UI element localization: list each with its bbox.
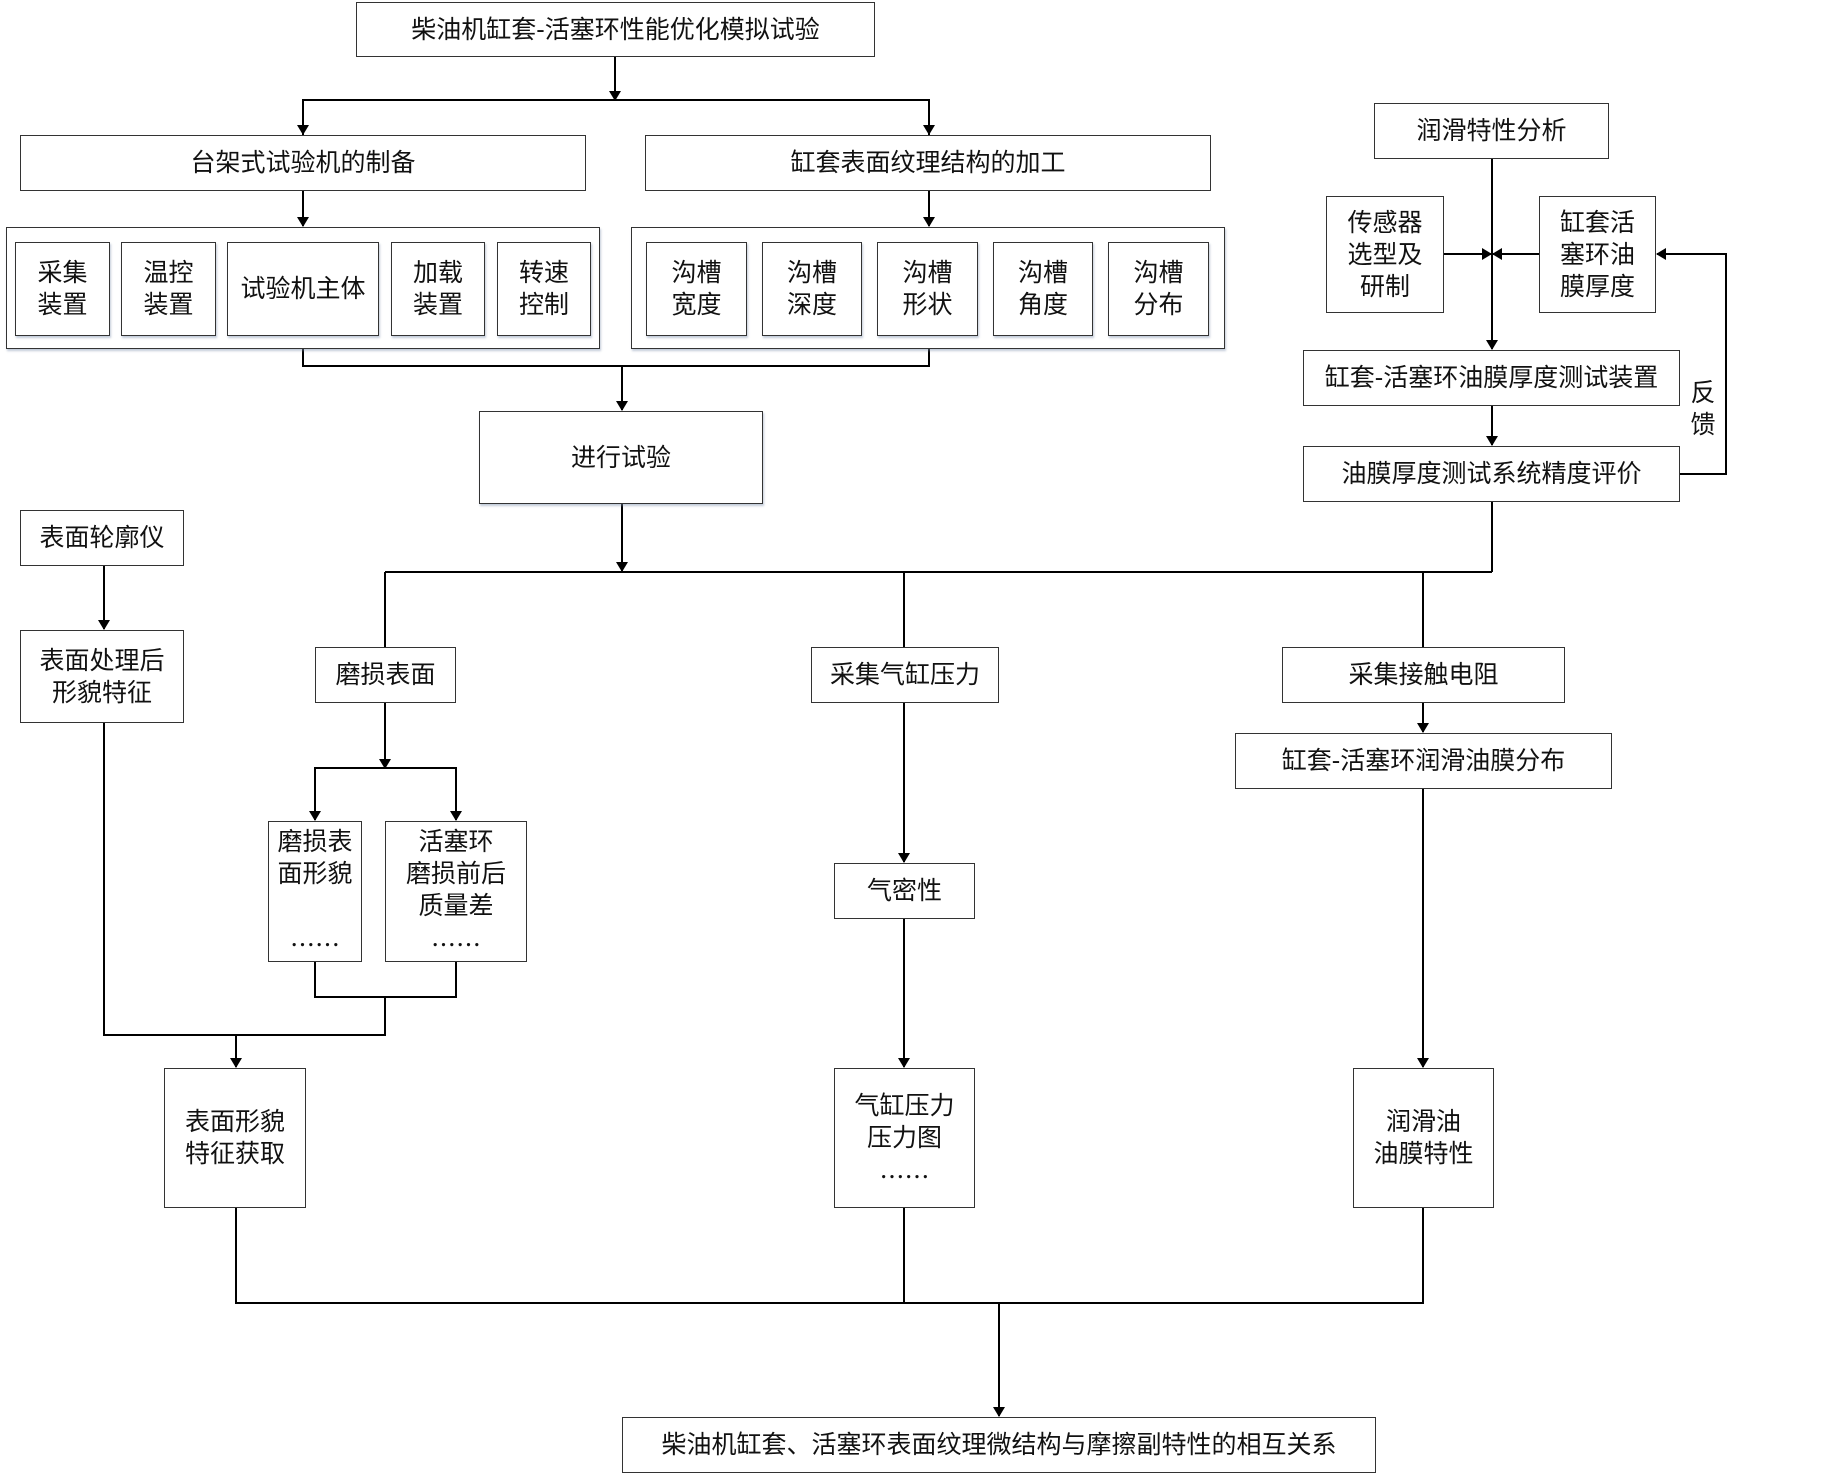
feature-acquisition-text: 表面形貌 特征获取 <box>184 1107 285 1168</box>
wear-surface-text: 磨损表面 <box>335 660 436 689</box>
evaluation-box: 油膜厚度测试系统精度评价 <box>1303 446 1680 502</box>
item-label: 试验机主体 <box>240 274 366 303</box>
item-groove-distribution: 沟槽 分布 <box>1108 242 1209 336</box>
item-label: 沟槽 角度 <box>1017 258 1068 319</box>
item-label: 沟槽 深度 <box>786 258 837 319</box>
lubrication-analysis-box: 润滑特性分析 <box>1374 103 1609 159</box>
item-groove-angle: 沟槽 角度 <box>993 242 1093 336</box>
film-distribution-text: 缸套-活塞环润滑油膜分布 <box>1281 746 1566 775</box>
film-thickness-text: 缸套活 塞环油 膜厚度 <box>1559 207 1635 301</box>
film-thickness-box: 缸套活 塞环油 膜厚度 <box>1539 196 1656 313</box>
right-branch-header: 缸套表面纹理结构的加工 <box>645 135 1211 191</box>
left-branch-header: 台架式试验机的制备 <box>20 135 586 191</box>
collect-pressure-box: 采集气缸压力 <box>811 647 999 703</box>
title-box: 柴油机缸套-活塞环性能优化模拟试验 <box>356 2 875 57</box>
film-properties-text: 润滑油 油膜特性 <box>1373 1107 1474 1168</box>
test-device-text: 缸套-活塞环油膜厚度测试装置 <box>1324 363 1659 392</box>
collect-resistance-text: 采集接触电阻 <box>1348 660 1499 689</box>
ring-mass-diff-box: 活塞环 磨损前后 质量差 …… <box>385 821 527 962</box>
pressure-diagram-text: 气缸压力 压力图 …… <box>854 1091 955 1184</box>
test-device-box: 缸套-活塞环油膜厚度测试装置 <box>1303 350 1680 406</box>
lubrication-analysis-text: 润滑特性分析 <box>1416 116 1567 145</box>
join-line-containers <box>302 349 930 367</box>
item-speed-control: 转速 控制 <box>497 242 591 336</box>
profiler-box: 表面轮廓仪 <box>20 510 184 566</box>
bottom-join <box>235 1208 1424 1304</box>
item-temperature-control: 温控 装置 <box>121 242 216 336</box>
conclusion-box: 柴油机缸套、活塞环表面纹理微结构与摩擦副特性的相互关系 <box>622 1417 1376 1473</box>
film-distribution-box: 缸套-活塞环润滑油膜分布 <box>1235 733 1612 789</box>
item-label: 沟槽 形状 <box>902 258 953 319</box>
pressure-diagram-box: 气缸压力 压力图 …… <box>834 1068 975 1208</box>
feature-acquisition-box: 表面形貌 特征获取 <box>164 1068 306 1208</box>
wear-morphology-box: 磨损表 面形貌 …… <box>268 821 362 962</box>
conclusion-text: 柴油机缸套、活塞环表面纹理微结构与摩擦副特性的相互关系 <box>661 1430 1337 1459</box>
feedback-line <box>1656 248 1727 475</box>
treated-features-text: 表面处理后 形貌特征 <box>39 645 165 707</box>
sensor-box: 传感器 选型及 研制 <box>1326 196 1444 313</box>
item-machine-body: 试验机主体 <box>227 242 379 336</box>
collect-pressure-text: 采集气缸压力 <box>829 660 980 689</box>
sensor-text: 传感器 选型及 研制 <box>1347 207 1423 301</box>
item-label: 沟槽 分布 <box>1133 258 1184 319</box>
airtightness-box: 气密性 <box>834 863 975 919</box>
item-label: 转速 控制 <box>518 258 569 319</box>
wear-surface-box: 磨损表面 <box>315 647 456 703</box>
collect-resistance-box: 采集接触电阻 <box>1282 647 1565 703</box>
join-surface <box>103 723 386 1036</box>
feedback-label: 反 馈 <box>1690 378 1716 439</box>
item-label: 加载 装置 <box>412 258 463 319</box>
item-collection-device: 采集 装置 <box>15 242 110 336</box>
split-line-top <box>302 99 930 135</box>
item-groove-width: 沟槽 宽度 <box>646 242 747 336</box>
item-loading-device: 加载 装置 <box>391 242 485 336</box>
experiment-box: 进行试验 <box>479 411 763 504</box>
item-label: 温控 装置 <box>143 258 194 319</box>
treated-features-box: 表面处理后 形貌特征 <box>20 630 184 723</box>
item-groove-depth: 沟槽 深度 <box>762 242 862 336</box>
right-branch-header-text: 缸套表面纹理结构的加工 <box>790 148 1066 177</box>
title-text: 柴油机缸套-活塞环性能优化模拟试验 <box>411 14 820 44</box>
item-label: 沟槽 宽度 <box>671 258 722 319</box>
item-groove-shape: 沟槽 形状 <box>877 242 978 336</box>
experiment-text: 进行试验 <box>570 442 671 472</box>
evaluation-text: 油膜厚度测试系统精度评价 <box>1341 459 1642 488</box>
film-properties-box: 润滑油 油膜特性 <box>1353 1068 1494 1208</box>
left-branch-header-text: 台架式试验机的制备 <box>190 148 416 177</box>
item-label: 采集 装置 <box>37 258 88 319</box>
join-wear <box>314 962 457 998</box>
wear-morphology-text: 磨损表 面形貌 …… <box>277 827 353 952</box>
profiler-text: 表面轮廓仪 <box>39 523 165 552</box>
ring-mass-diff-text: 活塞环 磨损前后 质量差 …… <box>405 827 506 952</box>
split-wear <box>314 767 457 820</box>
airtightness-text: 气密性 <box>866 876 942 905</box>
